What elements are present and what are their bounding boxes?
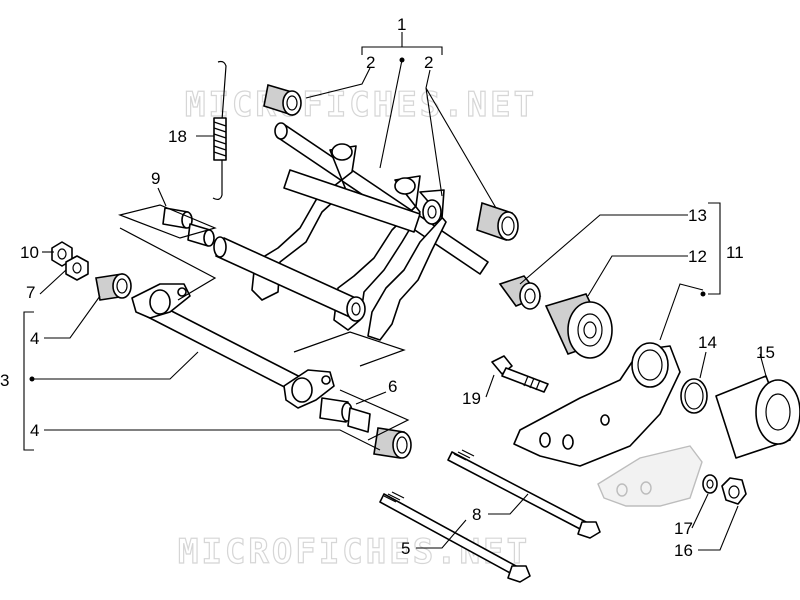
spring-part-18 bbox=[212, 60, 227, 201]
silent-block-part-12 bbox=[544, 293, 613, 359]
circlip-part-14 bbox=[680, 378, 708, 414]
bolt-part-8 bbox=[447, 449, 601, 539]
callout-7: 7 bbox=[26, 283, 35, 302]
watermark-bottom: MICROFICHES.NET bbox=[178, 532, 530, 572]
bushing-part-13 bbox=[498, 275, 542, 310]
swing-bracket-arm bbox=[513, 342, 681, 467]
callout-15: 15 bbox=[756, 343, 775, 362]
callout-labels: 1 2 2 3 4 4 5 6 7 8 9 10 11 12 13 14 15 … bbox=[0, 15, 775, 560]
callout-2-left: 2 bbox=[366, 53, 375, 72]
leader-lines bbox=[23, 32, 767, 551]
sleeve-part-15 bbox=[715, 375, 800, 459]
callout-19: 19 bbox=[462, 389, 481, 408]
bolt-part-5 bbox=[379, 491, 531, 583]
lower-shaft-assembly bbox=[95, 227, 412, 459]
bolt-part-19 bbox=[491, 355, 549, 393]
callout-18: 18 bbox=[168, 127, 187, 146]
callout-13: 13 bbox=[688, 206, 707, 225]
callout-17: 17 bbox=[674, 519, 693, 538]
callout-5: 5 bbox=[401, 539, 410, 558]
callout-9: 9 bbox=[151, 169, 160, 188]
callout-16: 16 bbox=[674, 541, 693, 560]
callout-6: 6 bbox=[388, 377, 397, 396]
callout-2-right: 2 bbox=[424, 53, 433, 72]
callout-1: 1 bbox=[397, 15, 406, 34]
spacer-part-9 bbox=[118, 204, 217, 247]
callout-4-upper: 4 bbox=[30, 329, 39, 348]
watermark-top: MICROFICHES.NET bbox=[185, 85, 537, 125]
callout-12: 12 bbox=[688, 247, 707, 266]
callout-8: 8 bbox=[472, 505, 481, 524]
nut-part-16 bbox=[721, 477, 747, 505]
swing-arm-frame bbox=[213, 143, 447, 341]
callout-10: 10 bbox=[20, 243, 39, 262]
nut-part-7 bbox=[65, 255, 89, 281]
callout-4-lower: 4 bbox=[30, 421, 39, 440]
callout-3: 3 bbox=[0, 371, 9, 390]
callout-11: 11 bbox=[726, 243, 744, 262]
ghosted-bracket bbox=[597, 445, 703, 507]
callout-14: 14 bbox=[698, 333, 717, 352]
washer-part-17 bbox=[702, 474, 718, 494]
